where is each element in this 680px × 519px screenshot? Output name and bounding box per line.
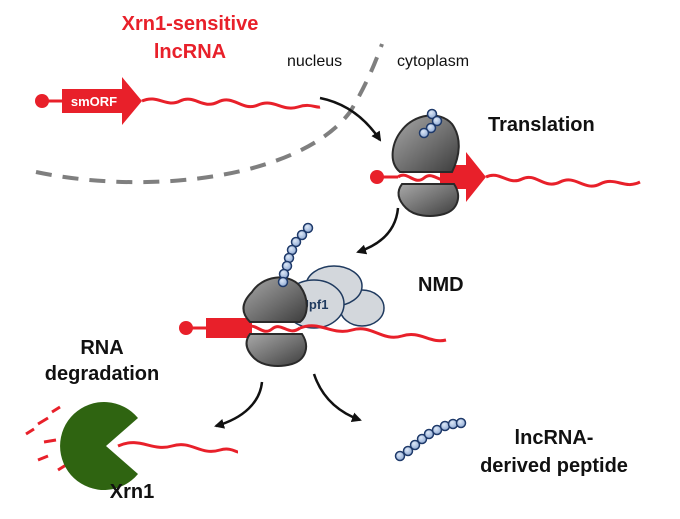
arrow-to-nmd bbox=[356, 207, 400, 255]
xrn1-degradation bbox=[25, 402, 239, 490]
peptide-label-line2: derived peptide bbox=[480, 455, 628, 477]
nmd-complex: Upf1 bbox=[179, 222, 447, 367]
translation-label: Translation bbox=[488, 114, 595, 136]
nucleus-label: nucleus bbox=[287, 53, 342, 70]
smorf-bar bbox=[206, 318, 252, 338]
rna-degradation-label-line1: RNA bbox=[80, 337, 123, 359]
cytoplasm-label: cytoplasm bbox=[397, 53, 469, 70]
arrow-to-peptide bbox=[312, 373, 362, 422]
smorf-label: smORF bbox=[71, 94, 117, 109]
nascent-peptide-long bbox=[277, 222, 314, 288]
smorf-arrow-shape bbox=[62, 77, 142, 125]
lncrna-title-line2: lncRNA bbox=[154, 41, 226, 63]
mrna-in-ribosome bbox=[245, 324, 301, 333]
mrna-in-ribosome bbox=[397, 173, 452, 182]
nascent-peptide-short bbox=[418, 108, 443, 139]
nuclear-membrane bbox=[35, 43, 384, 185]
ribosome-small-subunit bbox=[397, 183, 460, 217]
ribosome-large-subunit bbox=[242, 276, 308, 323]
nmd-lncrna-tail bbox=[299, 324, 447, 343]
ribosome-large-subunit bbox=[391, 114, 460, 173]
xrn1-label: Xrn1 bbox=[110, 481, 154, 503]
translation-complex bbox=[370, 108, 641, 217]
smorf-arrow-shape bbox=[440, 152, 486, 202]
rna-fragments bbox=[25, 405, 67, 472]
nmd-label: NMD bbox=[418, 274, 464, 296]
lncrna-derived-peptide bbox=[394, 417, 467, 462]
degraded-lncrna bbox=[117, 441, 239, 454]
arrow-export bbox=[319, 96, 382, 142]
pacman-enzyme-icon bbox=[60, 402, 139, 490]
ribosome-small-subunit bbox=[245, 333, 308, 367]
rna-degradation-label-line2: degradation bbox=[45, 363, 159, 385]
nuclear-lncrna: smORF bbox=[35, 77, 321, 125]
peptide-label-line1: lncRNA- bbox=[515, 427, 594, 449]
lncrna-tail bbox=[141, 97, 321, 110]
arrow-to-degradation bbox=[214, 381, 264, 429]
lncrna-title-line1: Xrn1-sensitive bbox=[122, 13, 259, 35]
translated-lncrna-tail bbox=[485, 173, 641, 188]
